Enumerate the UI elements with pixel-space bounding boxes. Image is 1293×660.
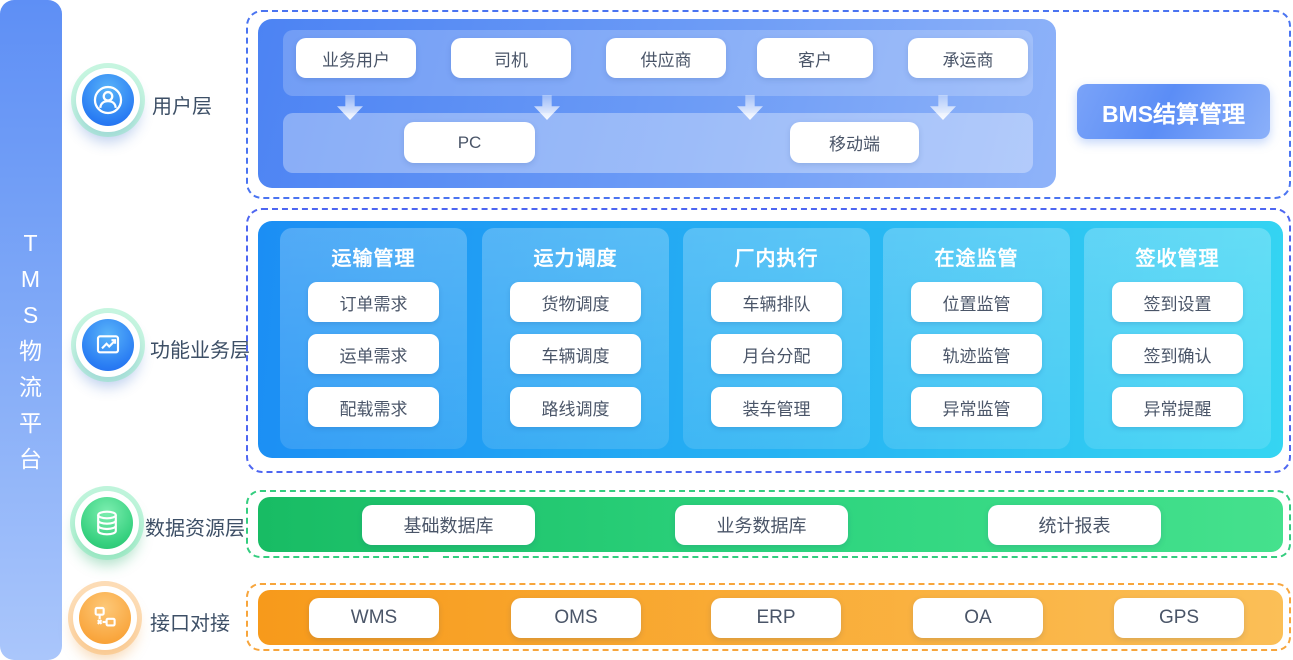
column-factory-execution: 厂内执行 车辆排队 月台分配 装车管理 bbox=[683, 228, 870, 449]
chart-icon bbox=[76, 313, 140, 377]
item-load-demand-button[interactable]: 配载需求 bbox=[308, 387, 439, 427]
role-carrier-button[interactable]: 承运商 bbox=[908, 38, 1028, 78]
platform-title-bar: T M S 物 流 平 台 bbox=[0, 0, 62, 660]
platform-title-char: 物 bbox=[19, 338, 43, 364]
role-business-user-button[interactable]: 业务用户 bbox=[296, 38, 416, 78]
platform-title-char: S bbox=[22, 302, 40, 328]
erp-button[interactable]: ERP bbox=[711, 598, 841, 638]
oa-button[interactable]: OA bbox=[913, 598, 1043, 638]
column-title: 厂内执行 bbox=[734, 248, 819, 270]
item-cargo-scheduling-button[interactable]: 货物调度 bbox=[510, 282, 641, 322]
wms-button[interactable]: WMS bbox=[309, 598, 439, 638]
chart-icon-core bbox=[82, 319, 134, 371]
item-signin-settings-button[interactable]: 签到设置 bbox=[1112, 282, 1243, 322]
item-dock-assignment-button[interactable]: 月台分配 bbox=[711, 334, 842, 374]
item-vehicle-scheduling-button[interactable]: 车辆调度 bbox=[510, 334, 641, 374]
item-loading-management-button[interactable]: 装车管理 bbox=[711, 387, 842, 427]
oms-button[interactable]: OMS bbox=[511, 598, 641, 638]
business-database-button[interactable]: 业务数据库 bbox=[675, 505, 848, 545]
device-mobile-button[interactable]: 移动端 bbox=[790, 122, 919, 163]
platform-title-char: T bbox=[23, 230, 39, 256]
user-layer-container bbox=[246, 10, 1291, 199]
arrow-down-icon bbox=[419, 553, 451, 587]
item-exception-reminder-button[interactable]: 异常提醒 bbox=[1112, 387, 1243, 427]
platform-title-char: 台 bbox=[19, 446, 43, 472]
statistics-report-button[interactable]: 统计报表 bbox=[988, 505, 1161, 545]
item-order-demand-button[interactable]: 订单需求 bbox=[308, 282, 439, 322]
bms-settlement-button[interactable]: BMS结算管理 bbox=[1077, 84, 1270, 139]
database-icon-core bbox=[81, 497, 133, 549]
role-customer-button[interactable]: 客户 bbox=[757, 38, 873, 78]
basic-database-button[interactable]: 基础数据库 bbox=[362, 505, 535, 545]
interface-icon bbox=[73, 586, 137, 650]
column-title: 签收管理 bbox=[1135, 248, 1220, 270]
column-title: 运输管理 bbox=[331, 248, 416, 270]
role-driver-button[interactable]: 司机 bbox=[451, 38, 571, 78]
item-location-monitor-button[interactable]: 位置监管 bbox=[911, 282, 1042, 322]
interface-icon-core bbox=[79, 592, 131, 644]
column-receipt-management: 签收管理 签到设置 签到确认 异常提醒 bbox=[1084, 228, 1271, 449]
column-intransit-supervision: 在途监管 位置监管 轨迹监管 异常监管 bbox=[883, 228, 1070, 449]
platform-title-char: M bbox=[20, 266, 42, 292]
data-layer-container bbox=[246, 490, 1291, 558]
item-waybill-demand-button[interactable]: 运单需求 bbox=[308, 334, 439, 374]
device-pc-button[interactable]: PC bbox=[404, 122, 535, 163]
item-route-scheduling-button[interactable]: 路线调度 bbox=[510, 387, 641, 427]
layer-label-functions: 功能业务层 bbox=[150, 340, 250, 362]
database-icon bbox=[75, 491, 139, 555]
item-signin-confirm-button[interactable]: 签到确认 bbox=[1112, 334, 1243, 374]
column-title: 运力调度 bbox=[533, 248, 618, 270]
interface-layer-container bbox=[246, 583, 1291, 651]
user-icon-core bbox=[82, 74, 134, 126]
item-track-monitor-button[interactable]: 轨迹监管 bbox=[911, 334, 1042, 374]
layer-label-users: 用户层 bbox=[152, 96, 212, 118]
layer-label-interface: 接口对接 bbox=[150, 613, 230, 635]
platform-title-char: 平 bbox=[19, 410, 43, 436]
gps-button[interactable]: GPS bbox=[1114, 598, 1244, 638]
role-supplier-button[interactable]: 供应商 bbox=[606, 38, 726, 78]
user-icon bbox=[76, 68, 140, 132]
functional-layer-container bbox=[246, 208, 1291, 473]
item-vehicle-queue-button[interactable]: 车辆排队 bbox=[711, 282, 842, 322]
user-devices-strip bbox=[283, 113, 1033, 173]
column-transport-management: 运输管理 订单需求 运单需求 配载需求 bbox=[280, 228, 467, 449]
item-exception-monitor-button[interactable]: 异常监管 bbox=[911, 387, 1042, 427]
layer-label-data: 数据资源层 bbox=[145, 518, 245, 540]
platform-title-char: 流 bbox=[19, 374, 43, 400]
column-title: 在途监管 bbox=[934, 248, 1019, 270]
column-capacity-scheduling: 运力调度 货物调度 车辆调度 路线调度 bbox=[482, 228, 669, 449]
